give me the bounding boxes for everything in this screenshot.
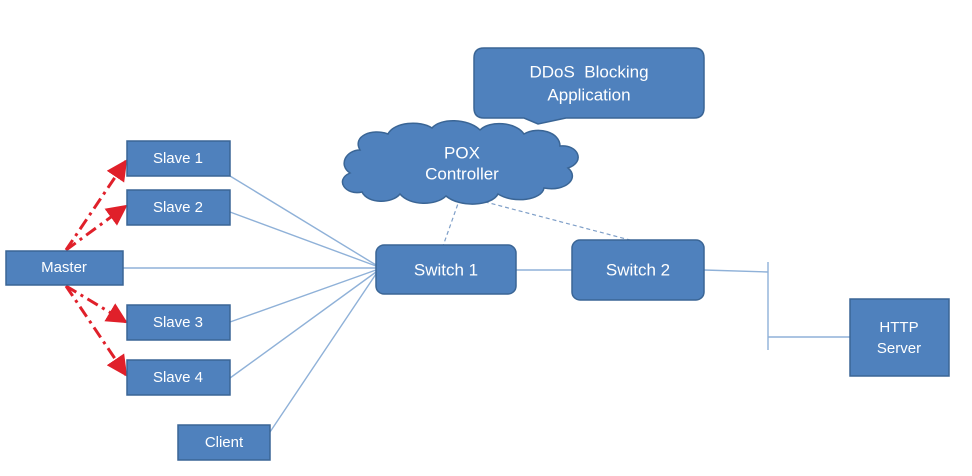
link-client-switch1 xyxy=(269,273,377,433)
controller-label-line1: POX xyxy=(444,143,480,162)
arrow-master-slave3 xyxy=(65,284,128,324)
slave4-node: Slave 4 xyxy=(126,359,231,396)
client-label: Client xyxy=(205,434,244,451)
link-controller-switch2 xyxy=(477,199,631,241)
arrow-master-slave2 xyxy=(65,204,128,252)
slave1-node: Slave 1 xyxy=(126,140,231,177)
client-node: Client xyxy=(177,424,271,461)
slave4-label: Slave 4 xyxy=(153,369,203,386)
host-links xyxy=(123,175,850,433)
link-switch2-bus xyxy=(703,269,769,273)
controller-label-line2: Controller xyxy=(425,164,499,183)
ddos-application-label-line1: DDoS Blocking xyxy=(529,62,648,81)
link-slave2-switch1 xyxy=(229,211,377,267)
slave2-label: Slave 2 xyxy=(153,199,203,216)
link-slave3-switch1 xyxy=(229,269,377,323)
link-slave1-switch1 xyxy=(229,175,377,266)
ddos-application-callout: DDoS Blocking Application xyxy=(473,47,705,125)
switch1-node: Switch 1 xyxy=(375,244,517,295)
attack-arrows xyxy=(64,159,128,377)
control-links xyxy=(442,197,631,247)
switch2-label: Switch 2 xyxy=(606,260,670,279)
ddos-application-label-line2: Application xyxy=(547,85,630,104)
arrow-master-slave1 xyxy=(64,159,128,251)
http-server-node: HTTP Server xyxy=(849,298,950,377)
slave3-node: Slave 3 xyxy=(126,304,231,341)
link-slave4-switch1 xyxy=(229,271,377,379)
slave2-node: Slave 2 xyxy=(126,189,231,226)
switch1-label: Switch 1 xyxy=(414,260,478,279)
server-label-line2: Server xyxy=(877,340,921,357)
server-label-line1: HTTP xyxy=(879,319,918,336)
master-node: Master xyxy=(5,250,124,286)
switch2-node: Switch 2 xyxy=(571,239,705,301)
slave1-label: Slave 1 xyxy=(153,150,203,167)
arrow-master-slave4 xyxy=(64,285,128,377)
link-controller-switch1 xyxy=(442,197,461,247)
slave3-label: Slave 3 xyxy=(153,314,203,331)
master-label: Master xyxy=(41,259,87,276)
pox-controller-cloud: POX Controller xyxy=(341,120,579,205)
